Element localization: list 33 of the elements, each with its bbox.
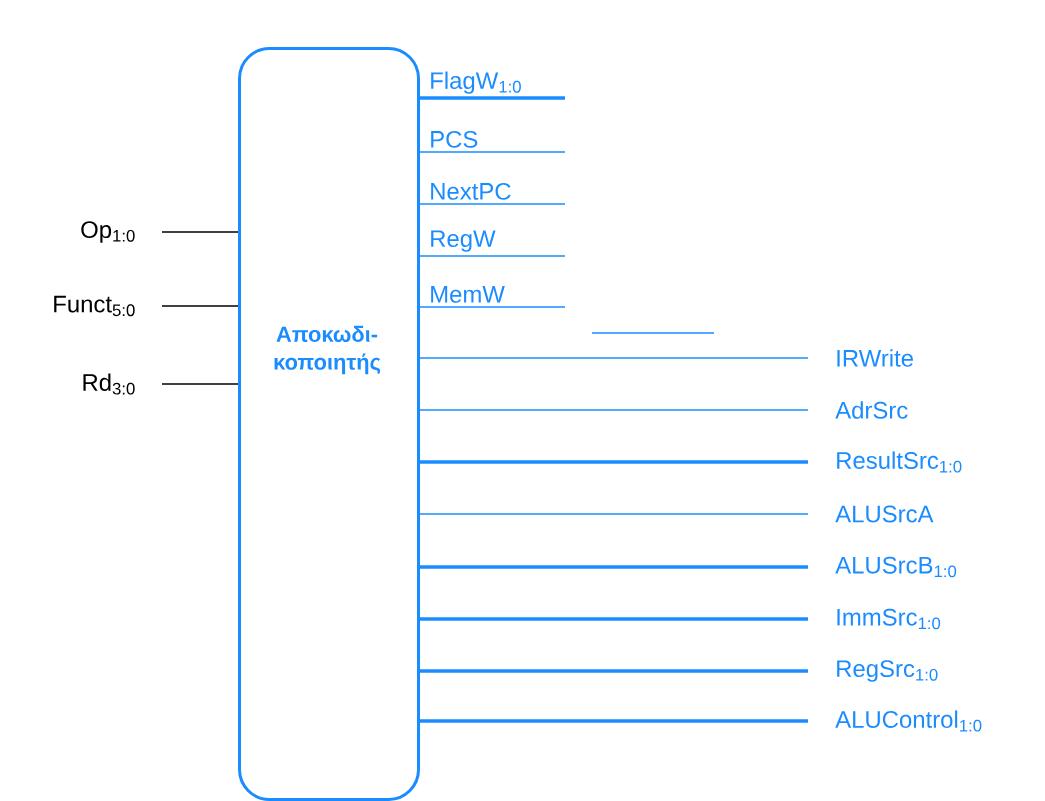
- edge-label: NextPC: [431, 182, 511, 200]
- signal-label: ALUSrcA: [835, 505, 934, 523]
- signal-label: ALUSrcB$_{1:0}$: [835, 556, 957, 578]
- signal-label: Funct$_{5:0}$: [54, 295, 135, 317]
- signal-line: [420, 669, 808, 673]
- edge-label: PCS: [431, 130, 478, 148]
- decoder-box: Αποκωδι- κοποιητής: [238, 47, 420, 801]
- signal-line: [419, 306, 566, 308]
- signal-label: Rd$_{3:0}$: [83, 373, 135, 395]
- signal-line: [419, 513, 809, 515]
- signal-label: ImmSrc$_{1:0}$: [837, 608, 941, 630]
- signal-line: [420, 96, 565, 100]
- signal-line: [161, 383, 239, 385]
- signal-label: ALUControl$_{1:0}$: [835, 710, 982, 732]
- signal-line: [419, 151, 566, 153]
- signal-line: [419, 357, 809, 359]
- signal-line: [419, 255, 566, 257]
- signal-line: [419, 409, 809, 411]
- signal-line: [161, 231, 239, 233]
- signal-label: IRWrite: [837, 349, 913, 367]
- edge-label: MemW: [431, 286, 505, 303]
- edge-label: FlagW$_{1:0}$: [431, 71, 521, 94]
- signal-label: Op$_{1:0}$: [81, 221, 135, 243]
- signal-label: AdrSrc: [835, 401, 908, 419]
- signal-line: [161, 305, 239, 307]
- signal-label: RegSrc$_{1:0}$: [837, 660, 938, 682]
- edge-label: RegW: [431, 230, 496, 252]
- signal-line: [420, 460, 808, 464]
- signal-line: [420, 565, 808, 569]
- signal-label: ResultSrc$_{1:0}$: [837, 451, 962, 473]
- signal-line: [419, 203, 566, 205]
- signal-line: [420, 617, 808, 621]
- signal-line: [420, 719, 808, 723]
